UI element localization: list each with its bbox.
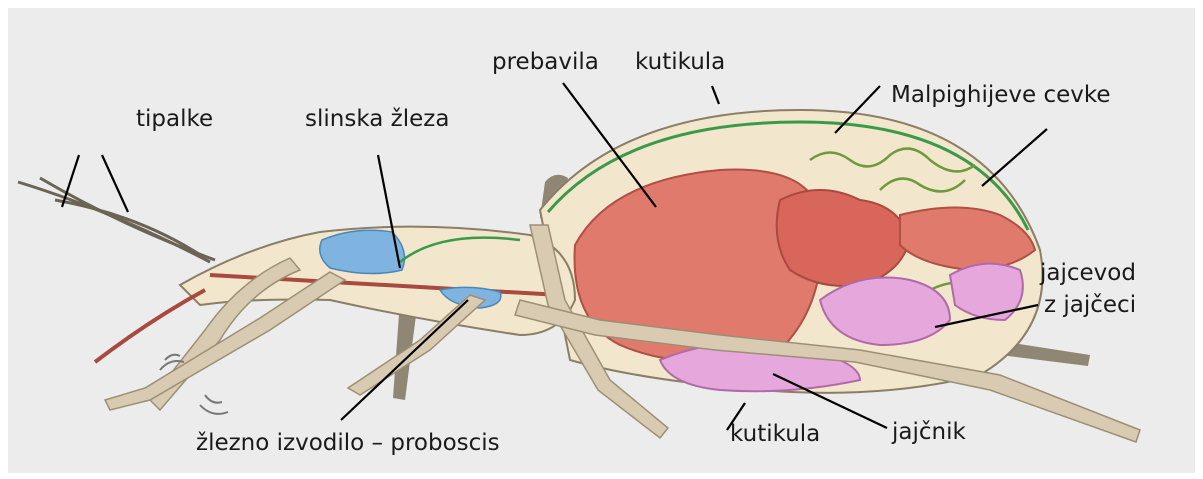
label-slinska-zleza: slinska žleza [305, 108, 449, 131]
label-kutikula-top: kutikula [635, 51, 725, 74]
label-jajcnik: jajčnik [892, 421, 966, 444]
label-tipalke: tipalke [136, 108, 213, 131]
label-zlezno-izvodilo: žlezno izvodilo – proboscis [196, 432, 500, 455]
label-jajcevod-line2: z jajčeci [1044, 294, 1136, 317]
label-prebavila: prebavila [492, 51, 599, 74]
label-jajcevod-line1: jajcevod [1040, 262, 1136, 285]
label-kutikula-bottom: kutikula [730, 423, 820, 446]
salivary-gland [320, 230, 405, 273]
label-malpighijeve-cevke: Malpighijeve cevke [891, 84, 1111, 107]
